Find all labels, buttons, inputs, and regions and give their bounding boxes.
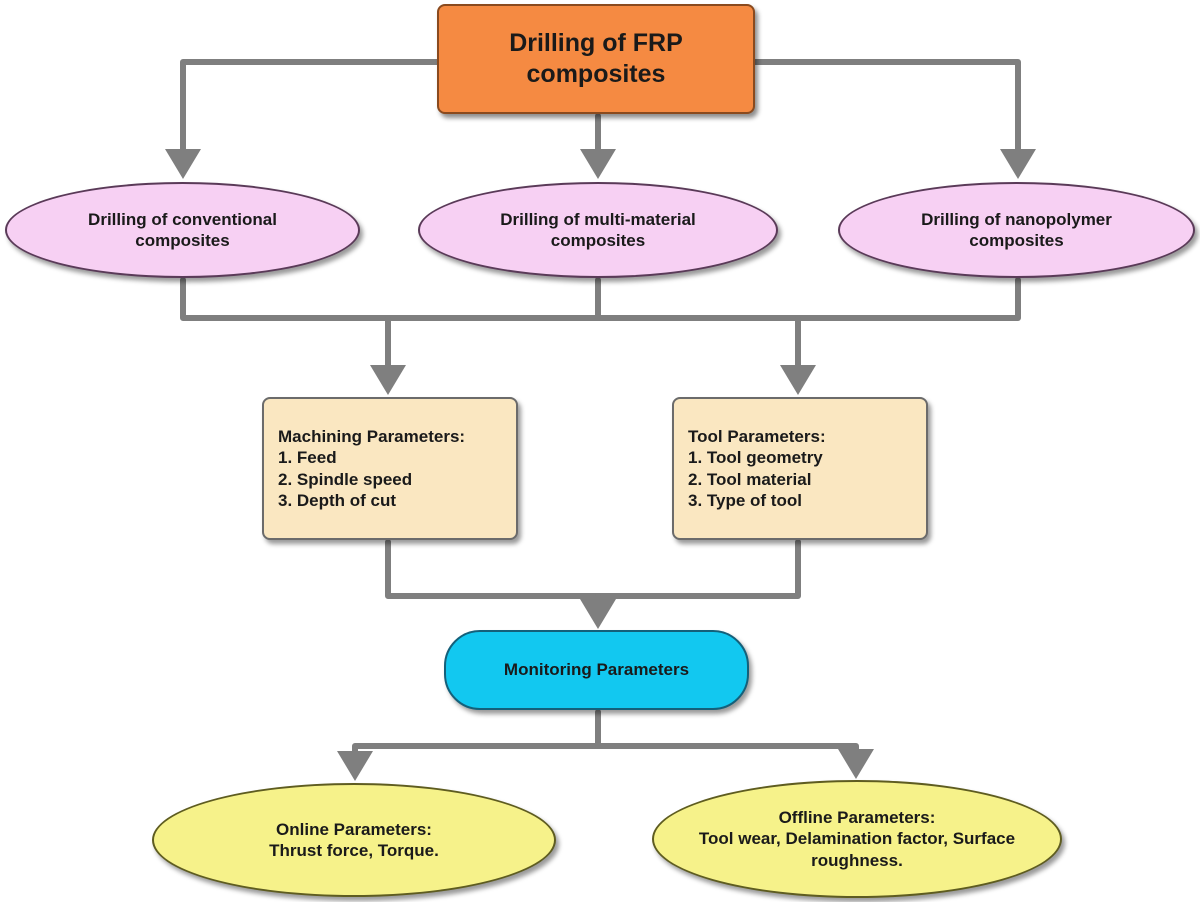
conventional-composites-ellipse: Drilling of conventional composites	[5, 182, 360, 278]
connector-machining-to-monitoring	[385, 539, 801, 599]
monitoring-parameters-label: Monitoring Parameters	[503, 660, 690, 680]
connector-root-to-conventional	[165, 59, 440, 179]
offline-parameters-ellipse: Offline Parameters: Tool wear, Delaminat…	[652, 780, 1062, 898]
conventional-composites-label: Drilling of conventional composites	[88, 209, 277, 250]
machining-parameters-box: Machining Parameters: 1. Feed 2. Spindle…	[262, 397, 518, 540]
monitoring-parameters-box: Monitoring Parameters	[444, 630, 749, 710]
nanopolymer-composites-label: Drilling of nanopolymer composites	[921, 209, 1112, 250]
tool-parameters-label: Tool Parameters: 1. Tool geometry 2. Too…	[688, 427, 826, 510]
connector-monitoring-to-offline	[595, 743, 874, 779]
tool-parameters-box: Tool Parameters: 1. Tool geometry 2. Too…	[672, 397, 928, 540]
multi-material-composites-label: Drilling of multi-material composites	[500, 209, 696, 250]
nanopolymer-composites-ellipse: Drilling of nanopolymer composites	[838, 182, 1195, 278]
drilling-of-frp-composites-box: Drilling of FRP composites	[437, 4, 755, 114]
connector-root-to-nanopolymer	[752, 59, 1036, 179]
machining-parameters-label: Machining Parameters: 1. Feed 2. Spindle…	[278, 427, 466, 510]
multi-material-composites-ellipse: Drilling of multi-material composites	[418, 182, 778, 278]
online-parameters-label: Online Parameters: Thrust force, Torque.	[269, 819, 439, 860]
drilling-of-frp-composites-label: Drilling of FRP composites	[509, 28, 683, 88]
online-parameters-ellipse: Online Parameters: Thrust force, Torque.	[152, 783, 556, 897]
connector-monitoring-to-online	[337, 743, 601, 781]
offline-parameters-label: Offline Parameters: Tool wear, Delaminat…	[698, 808, 1016, 870]
